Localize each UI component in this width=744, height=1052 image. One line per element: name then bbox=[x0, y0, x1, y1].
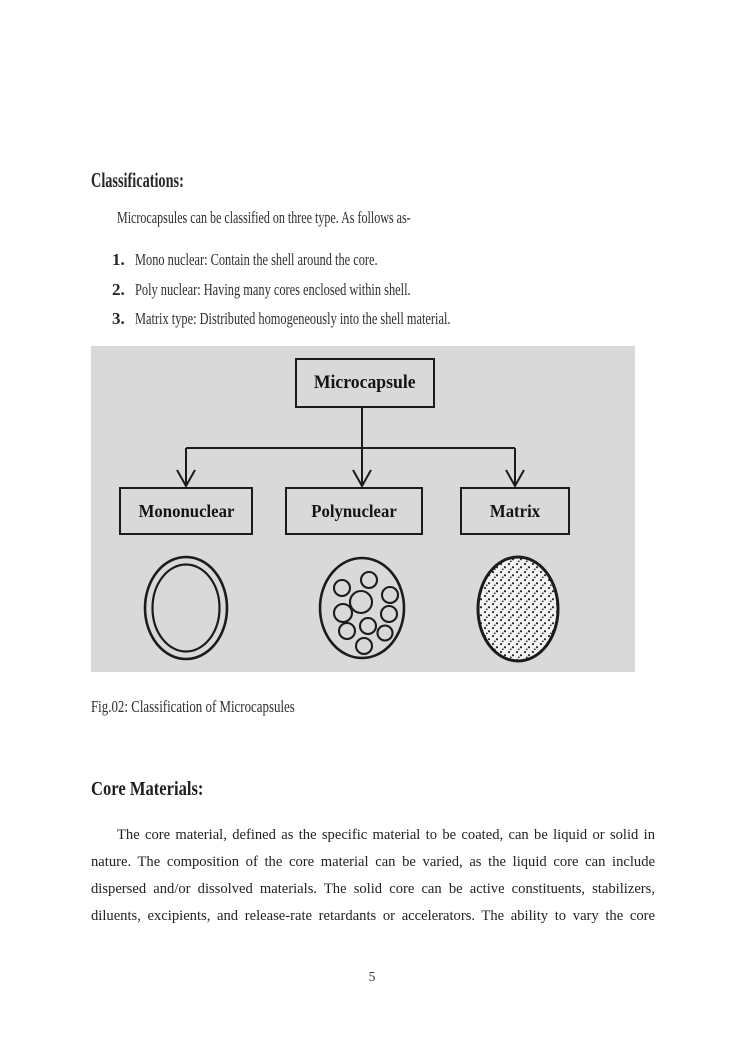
figure-node-matrix: Matrix bbox=[460, 487, 570, 535]
classification-figure: Microcapsule Mononuclear Polynuclear Mat… bbox=[91, 346, 635, 672]
paragraph-line: The core material, defined as the specif… bbox=[117, 827, 655, 843]
arrow-down-icon bbox=[505, 469, 525, 489]
list-item-poly-nuclear: 2. Poly nuclear: Having many cores enclo… bbox=[112, 280, 503, 300]
paragraph-line: diluents, excipients, and release-rate r… bbox=[91, 908, 655, 924]
figure-node-microcapsule: Microcapsule bbox=[295, 358, 435, 408]
core-circle bbox=[376, 624, 394, 642]
core-circle bbox=[359, 570, 379, 590]
figure-diagram-svg bbox=[143, 408, 560, 663]
figure-caption: Fig.02: Classification of Microcapsules bbox=[91, 697, 359, 717]
list-item-matrix-type: 3. Matrix type: Distributed homogeneousl… bbox=[112, 309, 556, 329]
core-circle bbox=[348, 589, 374, 615]
figure-node-mononuclear: Mononuclear bbox=[119, 487, 253, 535]
core-circle bbox=[358, 616, 378, 636]
figure-node-label: Matrix bbox=[489, 500, 541, 521]
matrix-stippled-ellipse bbox=[476, 555, 560, 663]
list-item-number: 1. bbox=[112, 250, 125, 269]
list-item-text: Poly nuclear: Having many cores enclosed… bbox=[135, 280, 411, 299]
classifications-intro: Microcapsules can be classified on three… bbox=[117, 208, 519, 228]
list-item-number: 2. bbox=[112, 280, 125, 299]
paragraph-line: dispersed and/or dissolved materials. Th… bbox=[91, 881, 655, 897]
figure-node-polynuclear: Polynuclear bbox=[285, 487, 423, 535]
core-circle bbox=[379, 604, 399, 624]
list-item-number: 3. bbox=[112, 309, 125, 328]
figure-node-label: Microcapsule bbox=[314, 372, 416, 393]
core-circle bbox=[332, 578, 352, 598]
arrow-down-icon bbox=[352, 469, 372, 489]
paragraph-line: nature. The composition of the core mate… bbox=[91, 854, 655, 870]
list-item-text: Mono nuclear: Contain the shell around t… bbox=[135, 250, 378, 269]
core-materials-heading: Core Materials: bbox=[91, 779, 223, 801]
mononuclear-shell-outer-ellipse bbox=[143, 555, 229, 661]
polynuclear-shell-ellipse bbox=[318, 556, 406, 660]
core-circle bbox=[332, 602, 354, 624]
figure-node-label: Polynuclear bbox=[311, 500, 397, 521]
figure-node-label: Mononuclear bbox=[138, 500, 234, 521]
polynuclear-cores bbox=[332, 570, 400, 656]
classifications-intro-text: Microcapsules can be classified on three… bbox=[117, 208, 411, 227]
mononuclear-shell-inner-ellipse bbox=[151, 563, 221, 653]
core-circle bbox=[354, 636, 374, 656]
arrow-down-icon bbox=[176, 469, 196, 489]
core-circle bbox=[380, 585, 400, 605]
classifications-heading: Classifications: bbox=[91, 168, 228, 193]
figure-caption-text: Fig.02: Classification of Microcapsules bbox=[91, 697, 295, 716]
page-number: 5 bbox=[368, 969, 376, 984]
capsule-drawings bbox=[143, 555, 560, 663]
core-materials-paragraph: The core material, defined as the specif… bbox=[91, 822, 655, 930]
core-circle bbox=[337, 621, 357, 641]
list-item-text: Matrix type: Distributed homogeneously i… bbox=[135, 309, 451, 328]
classifications-heading-text: Classifications: bbox=[91, 168, 184, 192]
tree-connector-lines bbox=[176, 408, 525, 489]
core-materials-heading-text: Core Materials: bbox=[91, 779, 204, 800]
list-item-mono-nuclear: 1. Mono nuclear: Contain the shell aroun… bbox=[112, 250, 459, 270]
